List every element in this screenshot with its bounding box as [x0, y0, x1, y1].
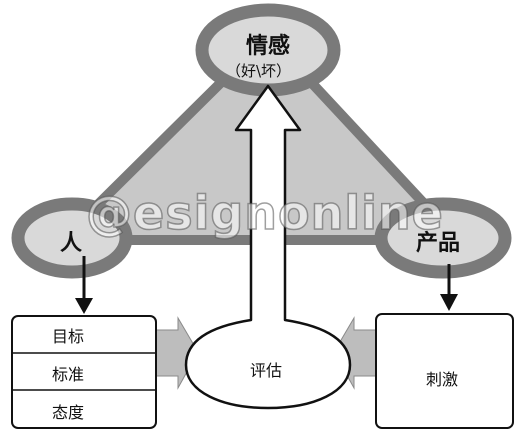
stimulus-label: 刺激 — [426, 370, 459, 389]
attribute-standard: 标准 — [52, 365, 85, 384]
person-node — [11, 197, 133, 279]
product-node — [374, 197, 512, 279]
person-attributes-box — [11, 315, 157, 429]
attribute-attitude: 态度 — [52, 403, 85, 422]
stimulus-box — [375, 313, 514, 429]
evaluation-label: 评估 — [250, 361, 283, 380]
product-label: 产品 — [416, 231, 461, 256]
attribute-goal: 目标 — [52, 327, 85, 346]
evaluation-to-emotion-arrow — [184, 84, 352, 410]
emotion-sublabel: （好\坏） — [226, 62, 292, 80]
product-down-arrowhead — [440, 294, 458, 311]
emotion-label: 情感 — [246, 34, 291, 59]
person-label: 人 — [60, 231, 83, 256]
person-down-arrowhead — [75, 298, 93, 314]
watermark: @esignonline — [85, 185, 444, 241]
